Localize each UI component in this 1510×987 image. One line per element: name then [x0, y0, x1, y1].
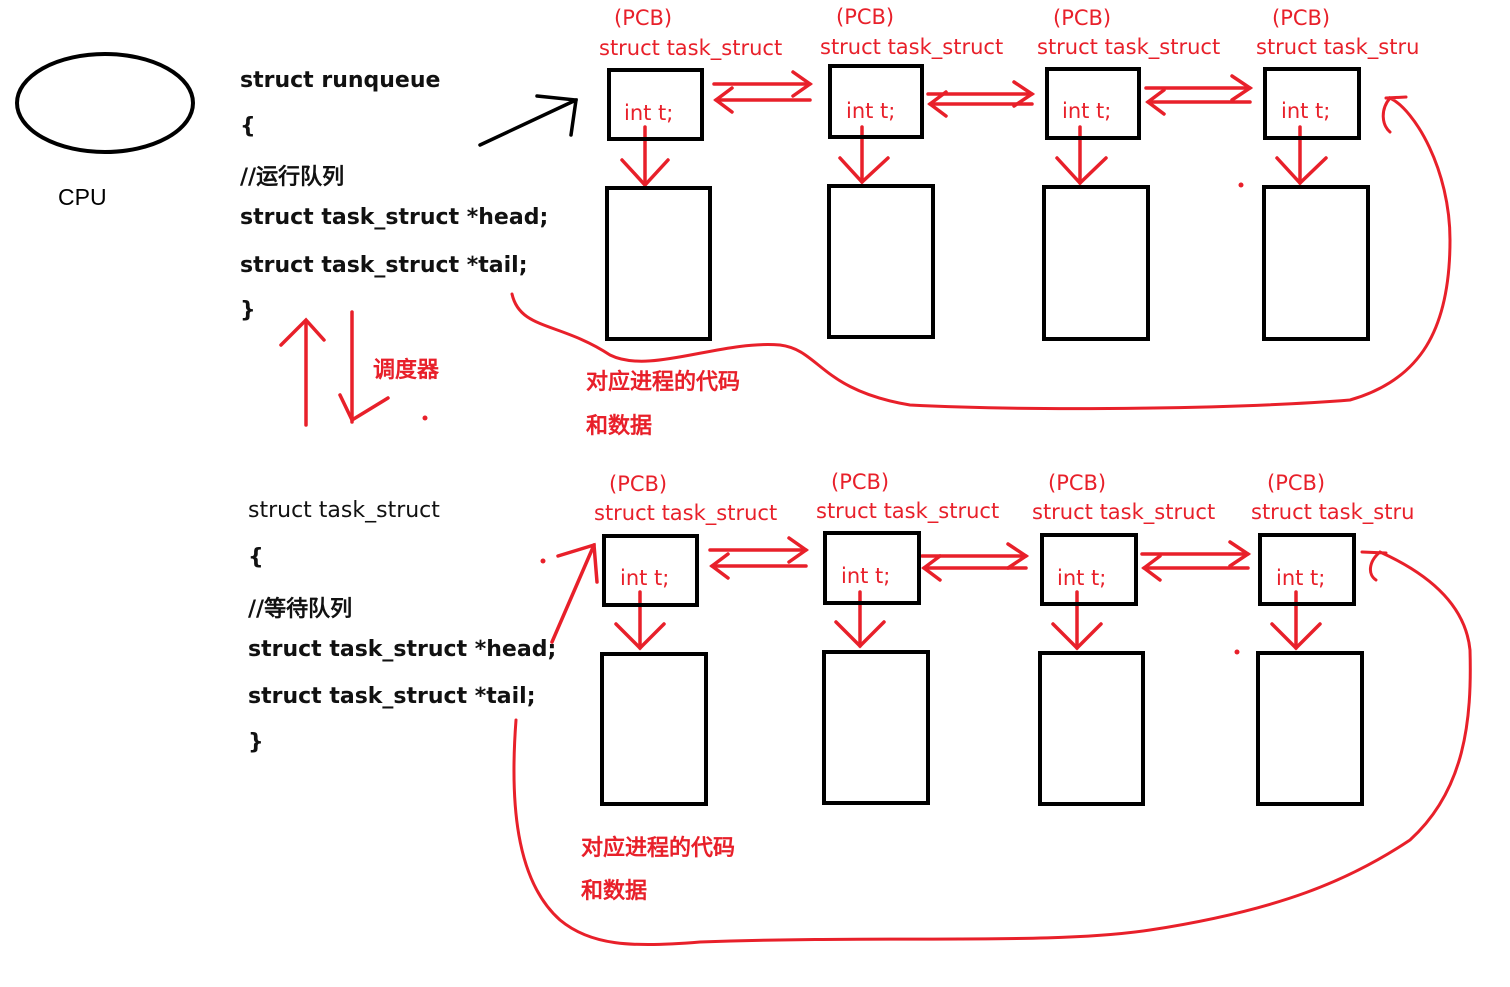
scheduler-arrows — [279, 310, 390, 427]
pcb-type-label: struct task_struct — [1032, 500, 1216, 524]
runqueue-line: } — [240, 298, 256, 323]
pcb-type-label: struct task_struct — [816, 499, 1000, 523]
pcb-tag: (PCB) — [614, 6, 673, 30]
waitqueue-line: struct task_struct *head; — [248, 637, 557, 662]
top-row-down-arrows — [620, 125, 1328, 188]
pcb-field-box — [1263, 67, 1361, 140]
pcb-tag: (PCB) — [831, 470, 890, 494]
waitqueue-line: { — [248, 545, 264, 570]
pcb-field-box — [1258, 533, 1356, 606]
process-code-data-box — [1038, 651, 1145, 806]
pcb-tag: (PCB) — [1272, 6, 1331, 30]
code-data-note: 和数据 — [586, 414, 653, 439]
process-code-data-box — [822, 650, 930, 805]
code-data-note: 对应进程的代码 — [586, 370, 741, 395]
pcb-field-label: int t; — [841, 564, 891, 588]
code-data-note: 和数据 — [581, 879, 648, 904]
scheduler-label: 调度器 — [373, 358, 440, 383]
waitqueue-line: struct task_struct — [248, 498, 440, 523]
pcb-type-label: struct task_struct — [1037, 35, 1221, 59]
stray-dot — [1238, 182, 1244, 188]
pcb-field-label: int t; — [1062, 99, 1112, 123]
pcb-field-label: int t; — [1281, 99, 1331, 123]
runqueue-pointer-arrow — [478, 94, 578, 147]
process-code-data-box — [1256, 651, 1364, 806]
pcb-type-label: struct task_stru — [1251, 500, 1415, 524]
pcb-field-label: int t; — [1276, 566, 1326, 590]
pcb-tag: (PCB) — [609, 472, 668, 496]
stray-dot — [540, 558, 546, 564]
pcb-type-label: struct task_struct — [820, 35, 1004, 59]
cpu-ellipse — [15, 52, 195, 154]
process-code-data-box — [827, 184, 935, 339]
waitqueue-line: } — [248, 730, 264, 755]
process-code-data-box — [605, 186, 712, 341]
bottom-row-links — [708, 536, 1252, 582]
process-code-data-box — [1262, 185, 1370, 341]
pcb-field-label: int t; — [846, 99, 896, 123]
runqueue-line: struct runqueue — [240, 68, 441, 93]
code-data-note: 对应进程的代码 — [581, 836, 736, 861]
runqueue-line: { — [240, 114, 256, 139]
waitqueue-pointer-arrow — [550, 542, 599, 644]
pcb-tag: (PCB) — [1267, 471, 1326, 495]
pcb-field-box — [607, 68, 704, 141]
waitqueue-line: //等待队列 — [248, 597, 353, 622]
waitqueue-line: struct task_struct *tail; — [248, 684, 536, 709]
runqueue-line: struct task_struct *head; — [240, 205, 549, 230]
top-row-links — [712, 70, 1254, 118]
pcb-field-box — [828, 64, 924, 139]
pcb-tag: (PCB) — [1048, 471, 1107, 495]
process-code-data-box — [600, 652, 708, 806]
pcb-field-box — [823, 531, 921, 605]
pcb-field-box — [1040, 533, 1138, 606]
stray-dot — [422, 415, 428, 421]
pcb-field-label: int t; — [620, 566, 670, 590]
cpu-label: CPU — [58, 184, 107, 210]
pcb-field-box — [602, 534, 699, 607]
bottom-tail-loop — [512, 550, 1472, 947]
pcb-field-label: int t; — [624, 101, 674, 125]
pcb-field-box — [1045, 67, 1141, 140]
pcb-type-label: struct task_stru — [1256, 35, 1420, 59]
top-tail-loop — [510, 95, 1452, 411]
pcb-tag: (PCB) — [1053, 6, 1112, 30]
stray-dot — [1234, 649, 1240, 655]
bottom-row-down-arrows — [614, 590, 1322, 651]
pcb-tag: (PCB) — [836, 5, 895, 29]
pcb-type-label: struct task_struct — [599, 36, 783, 60]
runqueue-line: struct task_struct *tail; — [240, 253, 528, 278]
process-code-data-box — [1042, 185, 1150, 341]
pcb-type-label: struct task_struct — [594, 501, 778, 525]
pcb-field-label: int t; — [1057, 566, 1107, 590]
runqueue-line: //运行队列 — [240, 165, 345, 190]
